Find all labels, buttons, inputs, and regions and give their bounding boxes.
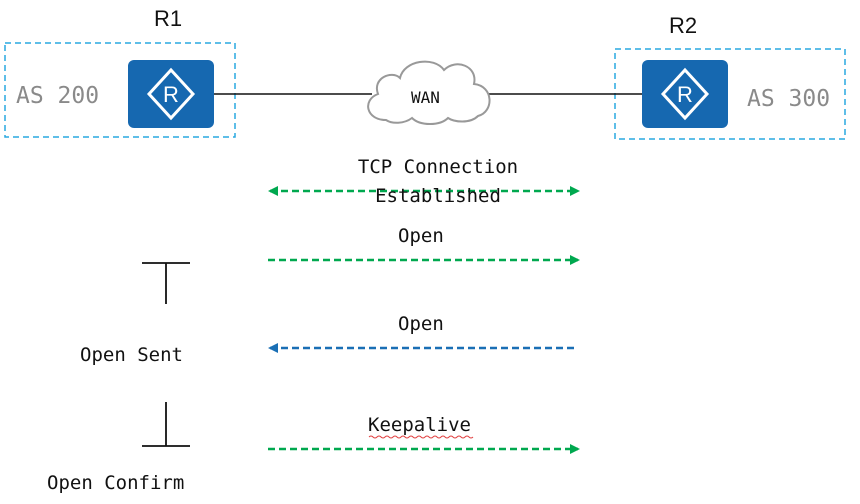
state-marker-open-sent	[142, 262, 190, 304]
state-open-sent: Open Sent	[80, 344, 183, 366]
svg-text:R: R	[163, 82, 179, 107]
r2-label: R2	[669, 13, 698, 38]
msg-open-1: Open	[398, 225, 444, 247]
router-r1-icon: R	[128, 60, 214, 128]
as300-label: AS 300	[747, 86, 831, 112]
cloud-icon	[367, 60, 491, 125]
router-r2-icon: R	[642, 60, 728, 128]
r1-label: R1	[154, 6, 183, 31]
svg-text:R: R	[677, 82, 693, 107]
as200-box	[4, 42, 236, 138]
keepalive-underline	[368, 435, 474, 439]
msg-open-2: Open	[398, 313, 444, 335]
state-open-confirm: Open Confirm	[47, 472, 185, 494]
state-marker-open-confirm	[142, 402, 190, 447]
msg-tcp-established: TCP Connection Established	[357, 156, 519, 207]
msg-keepalive: Keepalive	[368, 414, 471, 436]
wan-label: WAN	[411, 88, 440, 107]
as200-label: AS 200	[16, 83, 100, 109]
